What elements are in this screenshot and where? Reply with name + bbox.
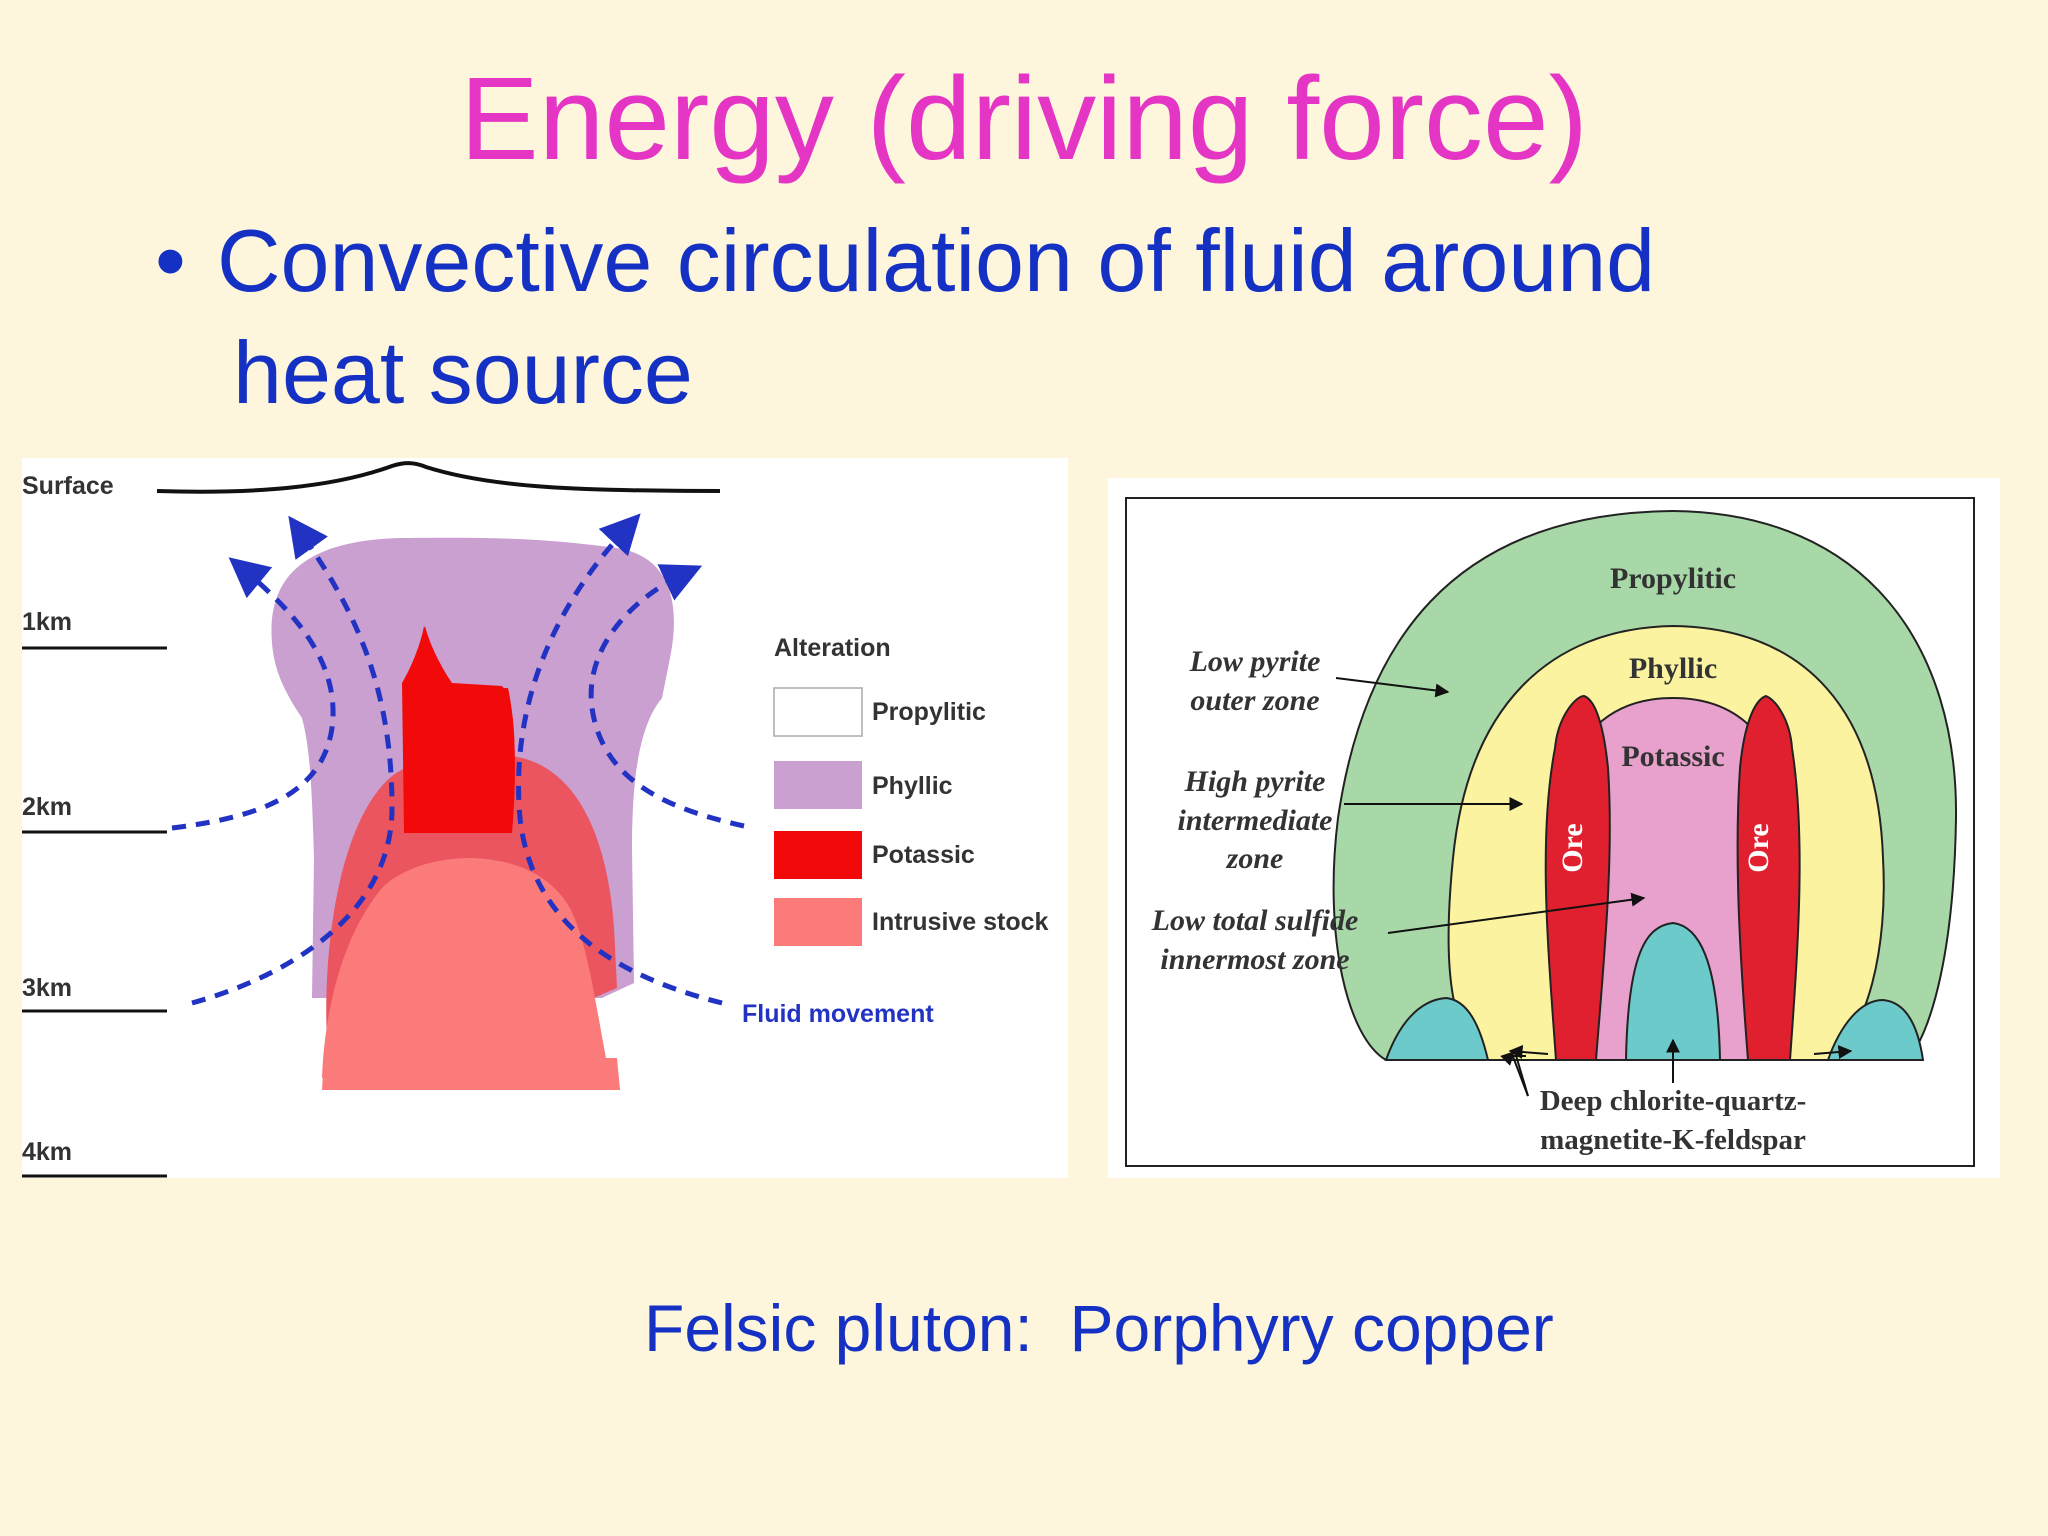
potassic-label: Potassic: [1621, 740, 1724, 773]
fluid-arrow-left-inner: [191, 515, 395, 1006]
legend-label-propylitic: Propylitic: [872, 698, 986, 726]
annotation-low-pyrite-2: outer zone: [1190, 684, 1319, 717]
caption: Felsic pluton: Porphyry copper: [644, 1291, 1554, 1365]
depth-label-2km: 2km: [22, 793, 72, 821]
arrow-deep-left-tip: [1500, 1051, 1515, 1066]
annotation-deep-2: magnetite-K-feldspar: [1540, 1124, 1806, 1156]
propylitic-label: Propylitic: [1610, 562, 1736, 595]
deep-zone-right: [1826, 998, 1925, 1061]
legend-swatch-phyllic: [774, 761, 862, 809]
arrow-low-pyrite: [1335, 677, 1450, 698]
intrusive-stock-base: [322, 1058, 620, 1090]
depth-label-4km: 4km: [22, 1138, 72, 1166]
annotation-low-sulfide-2: innermost zone: [1160, 943, 1349, 976]
annotation-low-sulfide-1: Low total sulfide: [1151, 904, 1359, 937]
legend-swatch-intrusive-stock: [774, 898, 862, 946]
arrow-deep-right: [1813, 1045, 1853, 1059]
deep-zone-center: [1624, 921, 1722, 1061]
fluid-movement-label: Fluid movement: [742, 1000, 934, 1028]
alteration-zoning-diagram: Ore Ore Propylitic Phyllic Potassic Low …: [1108, 478, 2000, 1178]
legend-label-potassic: Potassic: [872, 841, 975, 869]
potassic-core-top: [404, 626, 515, 833]
legend-label-phyllic: Phyllic: [872, 772, 953, 800]
intrusive-stock: [322, 858, 622, 1090]
fluid-circulation-diagram: Surface 1km 2km 3km 4km Alteration Propy…: [22, 458, 1068, 1178]
fluid-arrow-right-inner: [516, 513, 723, 1006]
annotation-high-pyrite-2: intermediate: [1178, 804, 1333, 837]
ore-label-left: Ore: [1556, 823, 1589, 872]
depth-label-1km: 1km: [22, 608, 72, 636]
bullet-text-line-2: heat source: [233, 323, 693, 422]
slide-title: Energy (driving force): [460, 53, 1588, 185]
legend-swatch-propylitic: [773, 687, 863, 737]
arrow-deep-left-head: [1508, 1045, 1549, 1059]
annotation-low-pyrite-1: Low pyrite: [1189, 645, 1321, 678]
arrow-deep-to-left-zone: [1514, 1051, 1529, 1097]
phyllic-label: Phyllic: [1629, 652, 1717, 685]
bullet-line-1: • Convective circulation of fluid around: [155, 205, 1955, 317]
alteration-zoning-svg: Ore Ore Propylitic Phyllic Potassic Low …: [1125, 497, 1975, 1167]
legend-label-intrusive-stock: Intrusive stock: [872, 908, 1049, 936]
depth-label-surface: Surface: [22, 472, 114, 500]
surface-line: [156, 461, 721, 494]
fluid-circulation-svg: Surface 1km 2km 3km 4km Alteration Propy…: [22, 461, 1049, 1178]
bullet-marker: •: [155, 211, 186, 310]
legend-swatch-potassic: [774, 831, 862, 879]
annotation-deep-1: Deep chlorite-quartz-: [1540, 1085, 1807, 1117]
deep-zone-left: [1384, 996, 1490, 1061]
annotation-high-pyrite-1: High pyrite: [1184, 765, 1326, 798]
ore-label-right: Ore: [1742, 823, 1775, 872]
bullet-point: •Convective circulation of fluid around …: [155, 205, 1955, 429]
ore-body-left: [1544, 694, 1611, 1061]
annotation-high-pyrite-3: zone: [1226, 842, 1284, 875]
fluid-arrow-right-outer: [588, 564, 745, 829]
fluid-arrow-left-outer: [171, 557, 336, 831]
bullet-text-line-1: Convective circulation of fluid around: [217, 211, 1656, 310]
arrow-low-sulfide: [1387, 892, 1646, 934]
ore-body-right: [1736, 694, 1801, 1061]
legend-title: Alteration: [774, 634, 891, 662]
depth-label-3km: 3km: [22, 974, 72, 1002]
